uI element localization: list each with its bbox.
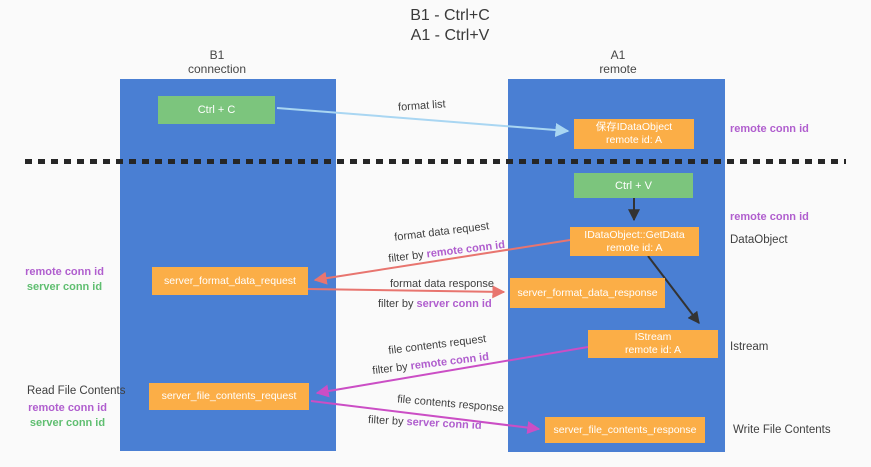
node-save-idataobject: 保存IDataObject remote id: A — [574, 119, 694, 149]
node-server-file-contents-request: server_file_contents_request — [149, 383, 309, 410]
node-save-idataobject-line1: 保存IDataObject — [595, 121, 673, 133]
node-ctrl-c: Ctrl + C — [158, 96, 275, 124]
left-label-read-file-contents: Read File Contents — [27, 385, 126, 397]
node-ctrl-v: Ctrl + V — [574, 173, 693, 198]
server-conn-id-text: server conn id — [406, 416, 482, 432]
node-istream-line1: IStream — [634, 331, 672, 343]
node-istream: IStream remote id: A — [588, 330, 718, 358]
node-getdata-line1: IDataObject::GetData — [584, 228, 685, 241]
lane-a1-subtitle: remote — [599, 62, 637, 76]
node-server-format-data-response: server_format_data_response — [510, 278, 665, 308]
diagram-title: B1 - Ctrl+C A1 - Ctrl+V — [330, 6, 570, 46]
remote-conn-id-text: remote conn id — [425, 238, 506, 261]
lane-header-b1: B1 connection — [149, 48, 285, 76]
filter-by-text: filter by — [367, 414, 404, 428]
filter-by-text: filter by — [387, 248, 425, 266]
node-format-response-label: server_format_data_response — [517, 286, 658, 299]
label-file-contents-response: file contents response — [396, 393, 505, 415]
lane-b1-subtitle: connection — [187, 62, 247, 76]
node-file-response-label: server_file_contents_response — [553, 423, 697, 436]
node-istream-line2: remote id: A — [624, 344, 682, 356]
node-ctrl-v-label: Ctrl + V — [615, 179, 652, 192]
node-server-format-data-request: server_format_data_request — [152, 267, 308, 295]
title-line-paste: A1 - Ctrl+V — [410, 27, 490, 44]
right-label-istream: Istream — [730, 341, 769, 353]
remote-conn-id-text: remote conn id — [409, 350, 490, 373]
label-format-data-response: format data response — [390, 278, 494, 290]
left-server-conn-id-bottom: server conn id — [29, 417, 106, 429]
node-format-request-label: server_format_data_request — [164, 274, 296, 287]
right-label-write-file-contents: Write File Contents — [733, 424, 831, 436]
left-remote-conn-id-mid: remote conn id — [25, 266, 104, 278]
right-remote-conn-id-top: remote conn id — [730, 123, 809, 135]
left-remote-conn-id-bottom: remote conn id — [28, 402, 107, 414]
filter-by-text: filter by — [371, 360, 409, 378]
label-format-data-request: format data request — [393, 220, 490, 244]
title-line-copy: B1 - Ctrl+C — [410, 7, 490, 24]
dashed-divider — [25, 159, 846, 164]
lane-b1-title: B1 — [209, 48, 225, 62]
node-save-idataobject-line2: remote id: A — [605, 134, 663, 146]
node-idataobject-getdata: IDataObject::GetData remote id: A — [570, 227, 699, 256]
right-label-dataobject: DataObject — [730, 234, 788, 246]
server-conn-id-text: server conn id — [416, 298, 492, 310]
filter-by-text: filter by — [378, 298, 414, 310]
node-file-request-label: server_file_contents_request — [161, 390, 297, 402]
node-getdata-line2: remote id: A — [606, 241, 663, 254]
node-server-file-contents-response: server_file_contents_response — [545, 417, 705, 443]
lane-a1-title: A1 — [610, 48, 626, 62]
label-format-list: format list — [397, 98, 447, 114]
left-server-conn-id-mid: server conn id — [26, 281, 103, 293]
right-remote-conn-id-mid: remote conn id — [730, 211, 809, 223]
node-ctrl-c-label: Ctrl + C — [197, 104, 236, 116]
lane-header-a1: A1 remote — [550, 48, 686, 76]
